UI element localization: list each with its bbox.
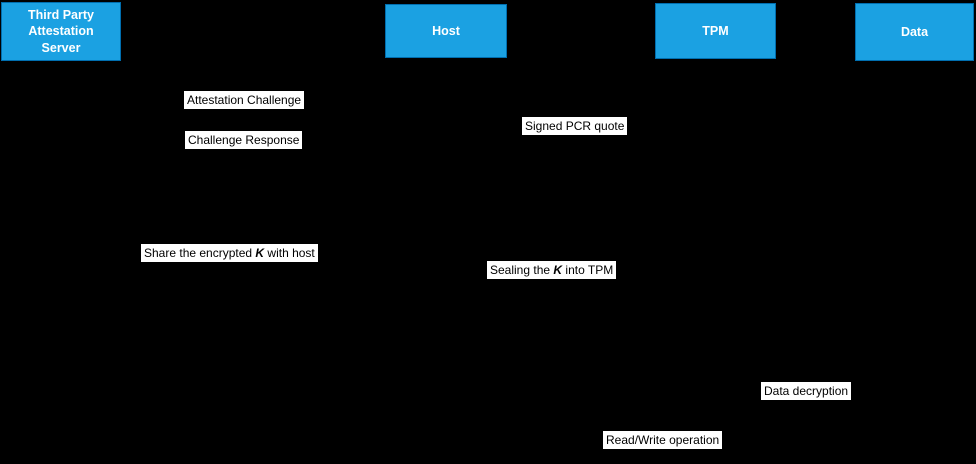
message-text-suffix: into TPM [562,263,614,277]
message-signed-pcr-quote: Signed PCR quote [522,117,628,136]
key-symbol: K [553,263,563,277]
message-text: Read/Write operation [606,433,720,447]
participant-data: Data [855,3,974,61]
participant-third-party-attestation-server: Third Party Attestation Server [1,2,121,61]
message-sealing-key-into-tpm: Sealing the K into TPM [487,261,617,280]
message-text: Data decryption [764,384,849,398]
message-attestation-challenge: Attestation Challenge [184,91,305,110]
participant-label: TPM [702,23,729,38]
participant-label: Third Party Attestation Server [28,8,94,55]
message-text-suffix: with host [264,246,315,260]
participant-tpm: TPM [655,3,776,59]
message-text-prefix: Share the encrypted [144,246,256,260]
message-challenge-response: Challenge Response [185,131,303,150]
message-text: Attestation Challenge [187,93,302,107]
message-text-prefix: Sealing the [490,263,554,277]
message-text: Challenge Response [188,133,300,147]
participant-label: Host [432,23,460,38]
participant-host: Host [385,4,507,58]
key-symbol: K [255,246,265,260]
message-share-encrypted-key: Share the encrypted K with host [141,244,318,263]
message-text: Signed PCR quote [525,119,625,133]
participant-label: Data [900,24,929,39]
message-read-write-operation: Read/Write operation [603,431,723,450]
message-data-decryption: Data decryption [761,382,852,401]
